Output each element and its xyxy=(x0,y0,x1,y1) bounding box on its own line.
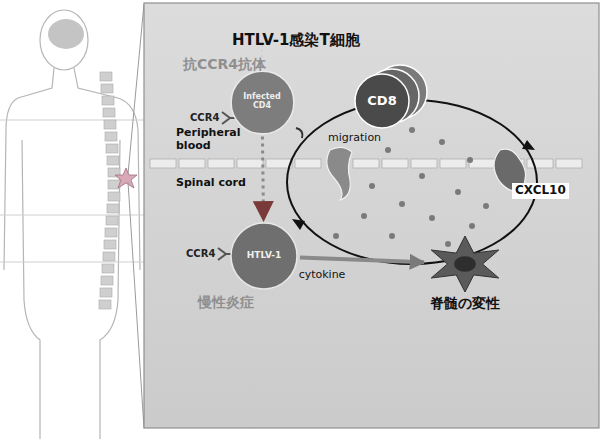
zoom-line xyxy=(128,4,144,174)
cycle-ellipse xyxy=(287,100,537,264)
infected-cell: HTLV-1 xyxy=(230,222,298,290)
astrocyte-star: 脊髄の変性 xyxy=(426,236,504,292)
zoom-panel xyxy=(144,3,599,428)
cytokine-arrow xyxy=(300,257,424,262)
lesion-star xyxy=(115,168,137,188)
cycle-arrowhead xyxy=(522,140,535,150)
spine xyxy=(99,72,120,309)
cycle-arrowhead xyxy=(292,219,305,230)
compartment-label: Spinal cord xyxy=(176,177,246,190)
migration-arrow xyxy=(262,136,263,220)
edge-label: cytokine xyxy=(299,269,346,282)
node-caption: 脊髄の変性 xyxy=(430,296,500,311)
infected-cell: Infected CD4 xyxy=(230,70,295,135)
migrating-cell xyxy=(327,147,352,200)
cd8-cell: CD8 xyxy=(354,73,410,129)
zoom-line xyxy=(128,182,144,428)
process-label: migration xyxy=(328,132,381,145)
cell-label: HTLV-1 xyxy=(247,251,281,261)
brain xyxy=(48,19,84,49)
compartment-label: Peripheral blood xyxy=(176,127,248,152)
process-label: 慢性炎症 xyxy=(198,294,254,310)
figure-title: HTLV-1感染T細胞 xyxy=(232,32,360,49)
cell-label: Infected CD4 xyxy=(239,93,286,111)
receptor-label: CCR4 xyxy=(190,112,219,124)
chemokine-dots xyxy=(333,127,489,247)
receptor-label: CCR4 xyxy=(186,248,215,260)
chemokine-label: CXCL10 xyxy=(512,183,569,199)
cell-label: CD8 xyxy=(367,94,396,108)
body-silhouette xyxy=(0,10,150,439)
astrocyte-star-outline xyxy=(426,236,504,292)
antibody-label: 抗CCR4抗体 xyxy=(183,56,266,72)
